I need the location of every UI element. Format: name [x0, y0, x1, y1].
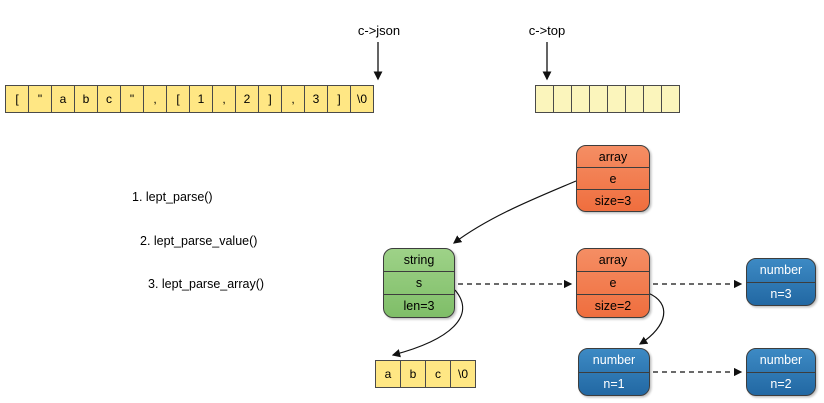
node-detail-label: n=2 [747, 371, 815, 396]
stack-cell [607, 85, 626, 113]
c-json-label: c->json [357, 23, 401, 38]
node-array-root: array e size=3 [576, 145, 650, 212]
node-type-label: string [403, 253, 435, 267]
node-type-label: array [598, 149, 628, 164]
node-type-label: array [598, 253, 628, 267]
stack-cell [643, 85, 662, 113]
node-detail-label: n=3 [747, 281, 815, 306]
call-stack-line: 1. lept_parse() [132, 190, 213, 204]
json-cell: b [74, 85, 98, 113]
node-string: string s len=3 [383, 248, 455, 318]
node-number-n2: number n=2 [746, 348, 816, 396]
stack-cell [589, 85, 608, 113]
node-member-label: s [384, 271, 454, 294]
stack-cell [661, 85, 680, 113]
buffer-cell: \0 [450, 360, 476, 388]
json-cell: ] [258, 85, 282, 113]
node-detail-label: n=1 [579, 371, 649, 396]
node-detail-label: size=2 [577, 294, 649, 317]
json-cell: 2 [235, 85, 259, 113]
node-type-label: number [592, 353, 636, 368]
json-cell: [ [5, 85, 29, 113]
array-root-to-string-arrow [452, 180, 577, 244]
call-stack: 1. lept_parse() 2. lept_parse_value() 3.… [132, 161, 264, 321]
c-top-label: c->top [528, 23, 566, 38]
json-cell: , [281, 85, 305, 113]
json-char-array: [ " a b c " , [ 1 , 2 ] , 3 ] \0 [5, 85, 374, 113]
json-cell: a [51, 85, 75, 113]
node-detail-label: size=3 [577, 189, 649, 211]
buffer-cell: b [400, 360, 426, 388]
node-type-label: number [759, 353, 803, 368]
stack-cell [553, 85, 572, 113]
json-cell: , [212, 85, 236, 113]
json-cell: " [120, 85, 144, 113]
json-cell: " [28, 85, 52, 113]
string-char-buffer: a b c \0 [375, 360, 476, 388]
buffer-cell: c [425, 360, 451, 388]
json-cell: c [97, 85, 121, 113]
json-cell: , [143, 85, 167, 113]
json-cell: ] [327, 85, 351, 113]
json-cell: [ [166, 85, 190, 113]
stack-cell [625, 85, 644, 113]
stack-array [535, 85, 680, 113]
call-stack-line: 3. lept_parse_array() [148, 277, 265, 291]
node-type-label: number [759, 263, 803, 278]
json-cell: \0 [350, 85, 374, 113]
node-number-n1: number n=1 [578, 348, 650, 396]
node-array-child: array e size=2 [576, 248, 650, 318]
buffer-cell: a [375, 360, 401, 388]
node-number-n3: number n=3 [746, 258, 816, 306]
stack-cell [571, 85, 590, 113]
node-member-label: e [577, 271, 649, 294]
node-member-label: e [577, 167, 649, 189]
json-cell: 1 [189, 85, 213, 113]
json-cell: 3 [304, 85, 328, 113]
node-detail-label: len=3 [384, 294, 454, 317]
stack-cell [535, 85, 554, 113]
call-stack-line: 2. lept_parse_value() [140, 233, 258, 248]
